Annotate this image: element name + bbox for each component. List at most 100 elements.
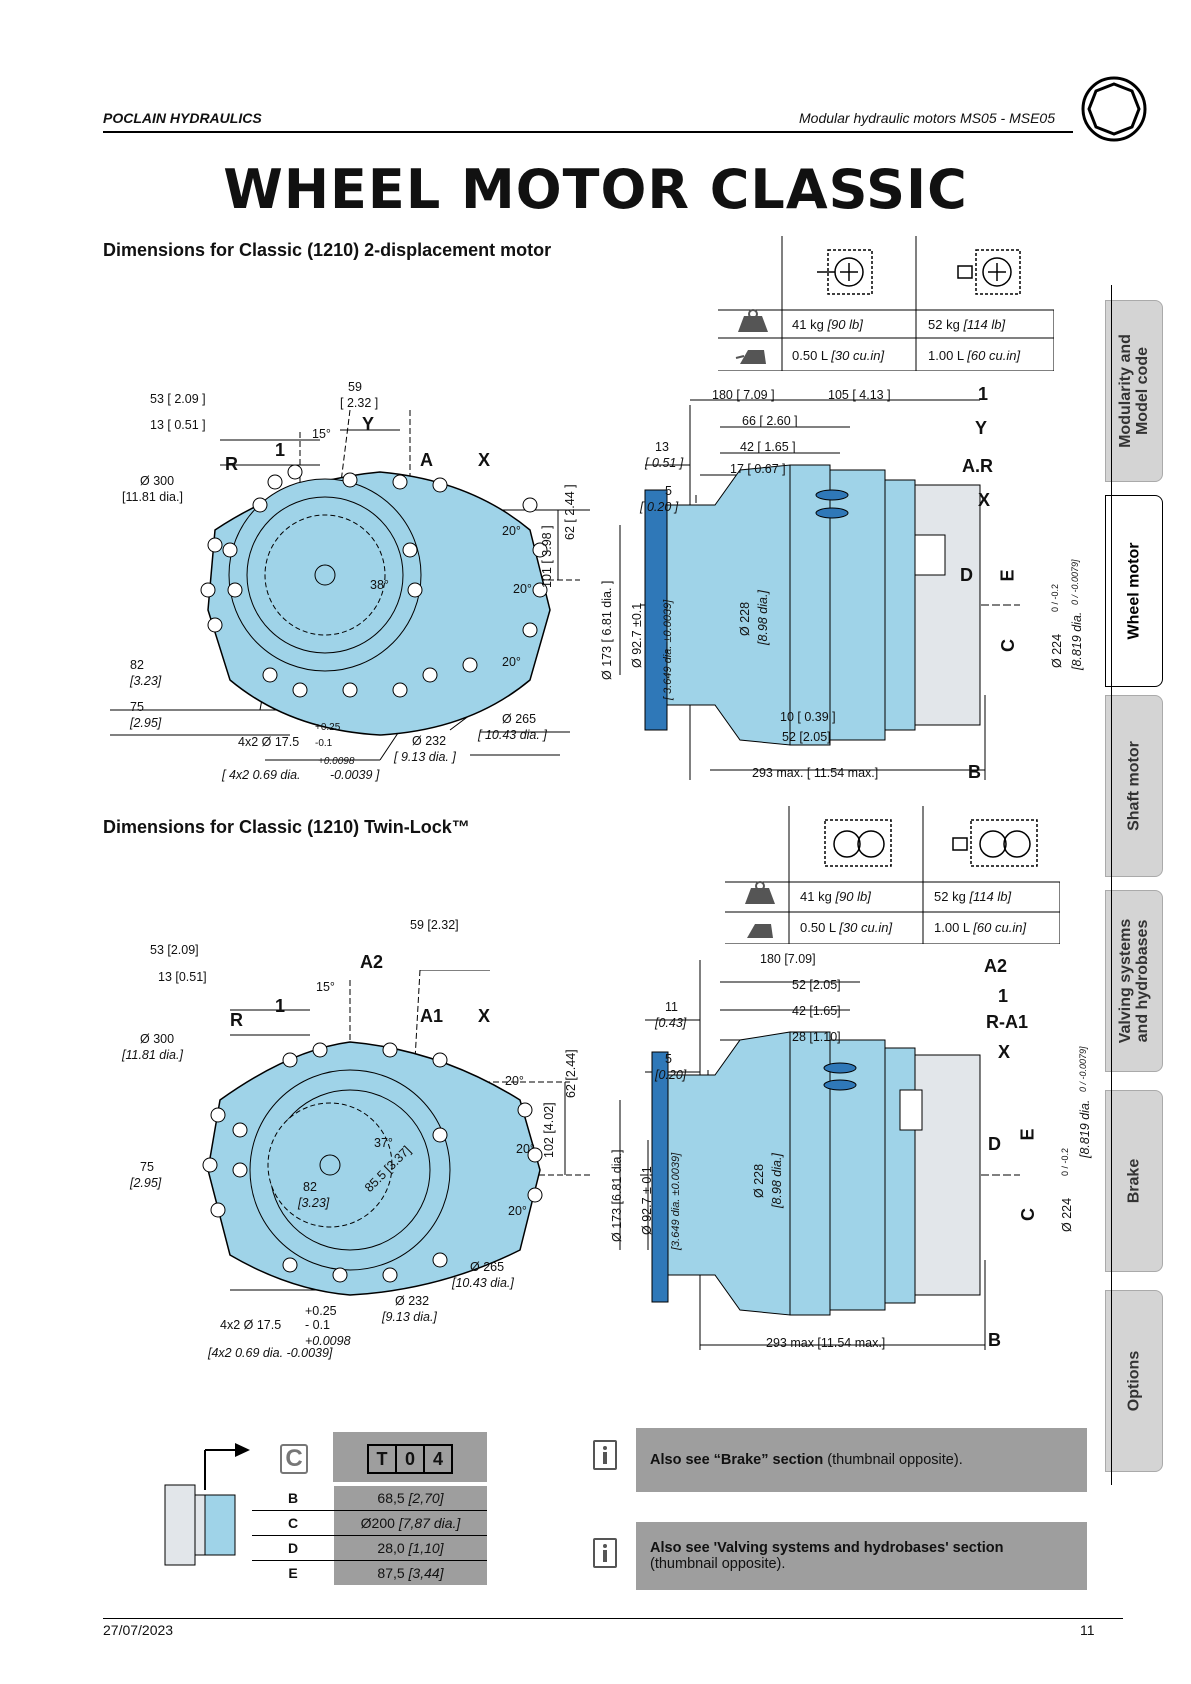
- s1s-E: E: [997, 569, 1018, 582]
- s1f-d62: 62 [ 2.44 ]: [563, 484, 577, 540]
- s1f-d300b: [11.81 dia.]: [122, 490, 183, 504]
- s1s-d228b: [8.98 dia.]: [756, 590, 770, 645]
- twin-schematic-2-icon: [952, 819, 1038, 867]
- s1s-d173: Ø 173 [ 6.81 dia. ]: [600, 580, 614, 680]
- s1f-d75b: [2.95]: [130, 716, 162, 730]
- page-number: 11: [1080, 1622, 1095, 1638]
- s1f-d265: Ø 265: [502, 712, 537, 726]
- s1s-d224bt: 0 / -0.0079]: [1070, 559, 1080, 605]
- s2f-A1: A1: [420, 1006, 444, 1026]
- s2f-d265: Ø 265: [470, 1260, 505, 1274]
- hydraulic-schematic-2-icon: [957, 249, 1021, 295]
- s2f-d265b: [10.43 dia.]: [452, 1276, 514, 1290]
- s2s-d927b: [3.649 dia. ±0.0039]: [670, 1152, 682, 1250]
- motor-side-body: [644, 464, 981, 746]
- s2f-d82: 82: [303, 1180, 317, 1194]
- s2s-d11: 11: [665, 1000, 678, 1014]
- s1s-Y: Y: [975, 418, 988, 438]
- table-row: E 87,5 [3,44]: [252, 1560, 487, 1585]
- table-row: C Ø200 [7,87 dia.]: [252, 1510, 487, 1536]
- s1s-d42: 42 [ 1.65 ]: [740, 440, 796, 454]
- s2s-d228b: [8.98 dia.]: [770, 1153, 784, 1208]
- s1s-d224b: [8.819 dia.: [1070, 611, 1084, 670]
- spec2-vol-a: 0.50 L [30 cu.in]: [800, 920, 893, 935]
- arrow-right-icon: [235, 1443, 250, 1457]
- motor-side-body-2: [651, 1031, 981, 1316]
- s1f-A: A: [420, 450, 433, 470]
- s2f-d102: 102 [4.02]: [542, 1102, 556, 1158]
- s1f-d13: 13 [ 0.51 ]: [150, 418, 206, 432]
- s1s-d927: Ø 92.7 ±0.1: [630, 602, 644, 668]
- s1s-d228: Ø 228: [738, 601, 752, 636]
- spec1-vol-a: 0.50 L [30 cu.in]: [792, 348, 885, 363]
- s1f-d82b: [3.23]: [130, 674, 162, 688]
- section2-front-view: [202, 970, 590, 1296]
- spec2-weight-b: 52 kg [114 lb]: [934, 889, 1012, 904]
- s2s-d224b: [8.819 dia.: [1078, 1099, 1092, 1158]
- s1f-tol-ip: +0.0098: [318, 756, 355, 767]
- s2f-d62: 62 [2.44]: [564, 1049, 578, 1098]
- s2f-tol-m: - 0.1: [305, 1318, 331, 1332]
- s2f-tol-p: +0.25: [305, 1304, 337, 1318]
- s1s-d17: 17 [ 0.67 ]: [730, 462, 786, 476]
- info-icon: [593, 1538, 617, 1568]
- s2s-A2: A2: [984, 956, 1008, 976]
- s1f-d53: 53 [ 2.09 ]: [150, 392, 206, 406]
- weight-icon: [738, 309, 768, 332]
- s1f-tol-p: +0.25: [315, 722, 341, 733]
- spec1-vol-b: 1.00 L [60 cu.in]: [928, 348, 1021, 363]
- s2f-tol-ip: +0.0098: [305, 1334, 351, 1348]
- oil-can-2-icon: [747, 924, 773, 938]
- s2f-ang20a: 20°: [505, 1074, 524, 1088]
- tab-wheel-motor[interactable]: Wheel motor: [1105, 495, 1163, 687]
- c-code-box: T 0 4: [367, 1444, 453, 1474]
- info-valving: Also see 'Valving systems and hydrobases…: [636, 1522, 1087, 1590]
- spec2-vol-b: 1.00 L [60 cu.in]: [934, 920, 1027, 935]
- footer-rule: [103, 1618, 1123, 1619]
- s1f-tol-im: -0.0039 ]: [330, 768, 380, 782]
- section1-spec-table: [718, 236, 1054, 371]
- page-title: WHEEL MOTOR CLASSIC: [223, 158, 968, 221]
- tab-spine: [1111, 285, 1112, 1485]
- s1f-d232b: [ 9.13 dia. ]: [394, 750, 456, 764]
- s2f-one: 1: [275, 996, 286, 1016]
- s2s-E: E: [1017, 1128, 1038, 1141]
- section2-side-view: [619, 960, 1020, 1350]
- s2s-d28: 28 [1.10]: [792, 1030, 841, 1044]
- oil-can-icon: [735, 350, 766, 364]
- s2s-C: C: [1018, 1208, 1038, 1221]
- doc-title: Modular hydraulic motors MS05 - MSE05: [799, 110, 1055, 126]
- s2f-d53: 53 [2.09]: [150, 943, 199, 957]
- header-rule: [103, 131, 1073, 133]
- s1s-d13b: [ 0.51 ]: [645, 456, 684, 470]
- s2s-d11b: [0.43]: [655, 1016, 687, 1030]
- s1f-d82: 82: [130, 658, 144, 672]
- tab-options[interactable]: Options: [1105, 1290, 1163, 1472]
- s1f-hole: 4x2 Ø 17.5: [238, 735, 300, 749]
- s2s-d224t: 0 / -0.2: [1060, 1147, 1070, 1176]
- tab-shaft-motor[interactable]: Shaft motor: [1105, 695, 1163, 877]
- s1s-d927b: [ 3.649 dia. ±0.0039]: [662, 599, 674, 700]
- s2f-hole-imp: [4x2 0.69 dia. -0.0039]: [208, 1346, 333, 1360]
- s2s-d293: 293 max [11.54 max.]: [766, 1336, 886, 1350]
- s1f-tol-m: -0.1: [315, 738, 333, 749]
- section2-spec-table: [725, 806, 1060, 944]
- tab-brake[interactable]: Brake: [1105, 1090, 1163, 1272]
- spec1-weight-a: 41 kg [90 lb]: [792, 317, 863, 332]
- company-name: POCLAIN HYDRAULICS: [103, 110, 262, 126]
- motor-front-body-2: [202, 1041, 543, 1296]
- s1s-d224: Ø 224: [1050, 633, 1064, 668]
- s2f-d232: Ø 232: [395, 1294, 430, 1308]
- s1s-one: 1: [978, 384, 989, 404]
- s1f-R: R: [225, 454, 238, 474]
- s1s-d224t: 0 / -0.2: [1050, 583, 1060, 612]
- s2s-one: 1: [998, 986, 1009, 1006]
- s1s-d5b: [ 0.20 ]: [640, 500, 679, 514]
- s1f-d232: Ø 232: [412, 734, 447, 748]
- s1f-ang20b: 20°: [513, 582, 532, 596]
- c-table: B 68,5 [2,70] C Ø200 [7,87 dia.] D 28,0 …: [252, 1486, 487, 1585]
- table-row: B 68,5 [2,70]: [252, 1486, 487, 1511]
- s2s-d52: 52 [2.05]: [792, 978, 841, 992]
